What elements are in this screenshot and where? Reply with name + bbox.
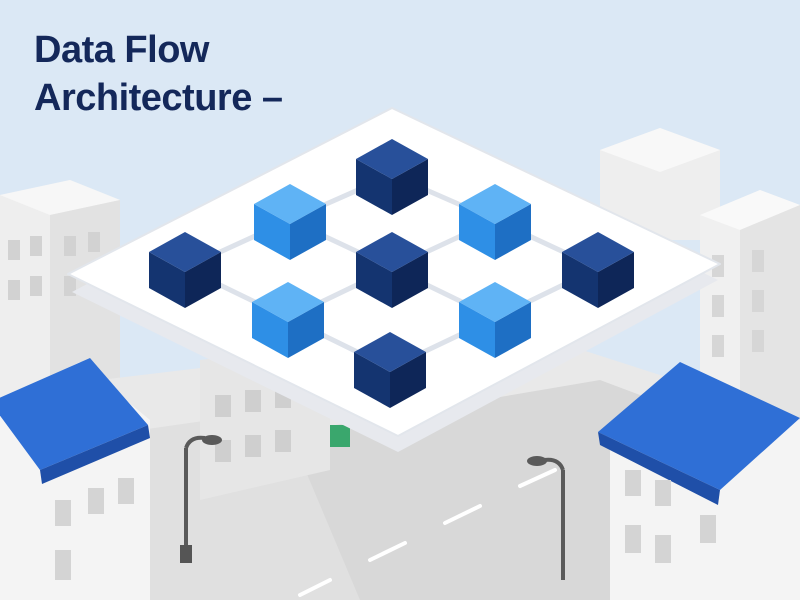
node-cube-light [254, 184, 326, 260]
building-icon [700, 190, 800, 430]
street-lamp-icon [180, 435, 222, 563]
page-title: Data Flow Architecture – [34, 26, 283, 122]
building-icon [0, 358, 150, 600]
node-cube-dark [356, 232, 428, 308]
node-cube-light [459, 282, 531, 358]
node-cube-dark [562, 232, 634, 308]
node-cube-dark [356, 139, 428, 215]
node-cube-light [252, 282, 324, 358]
diagram-nodes [149, 139, 634, 408]
title-line-2: Architecture – [34, 77, 283, 119]
building-icon [598, 362, 800, 600]
node-cube-dark [149, 232, 221, 308]
street-lamp-icon [527, 456, 565, 580]
node-cube-dark [354, 332, 426, 408]
node-cube-light [459, 184, 531, 260]
building-icon [600, 128, 720, 240]
title-line-1: Data Flow [34, 29, 209, 71]
